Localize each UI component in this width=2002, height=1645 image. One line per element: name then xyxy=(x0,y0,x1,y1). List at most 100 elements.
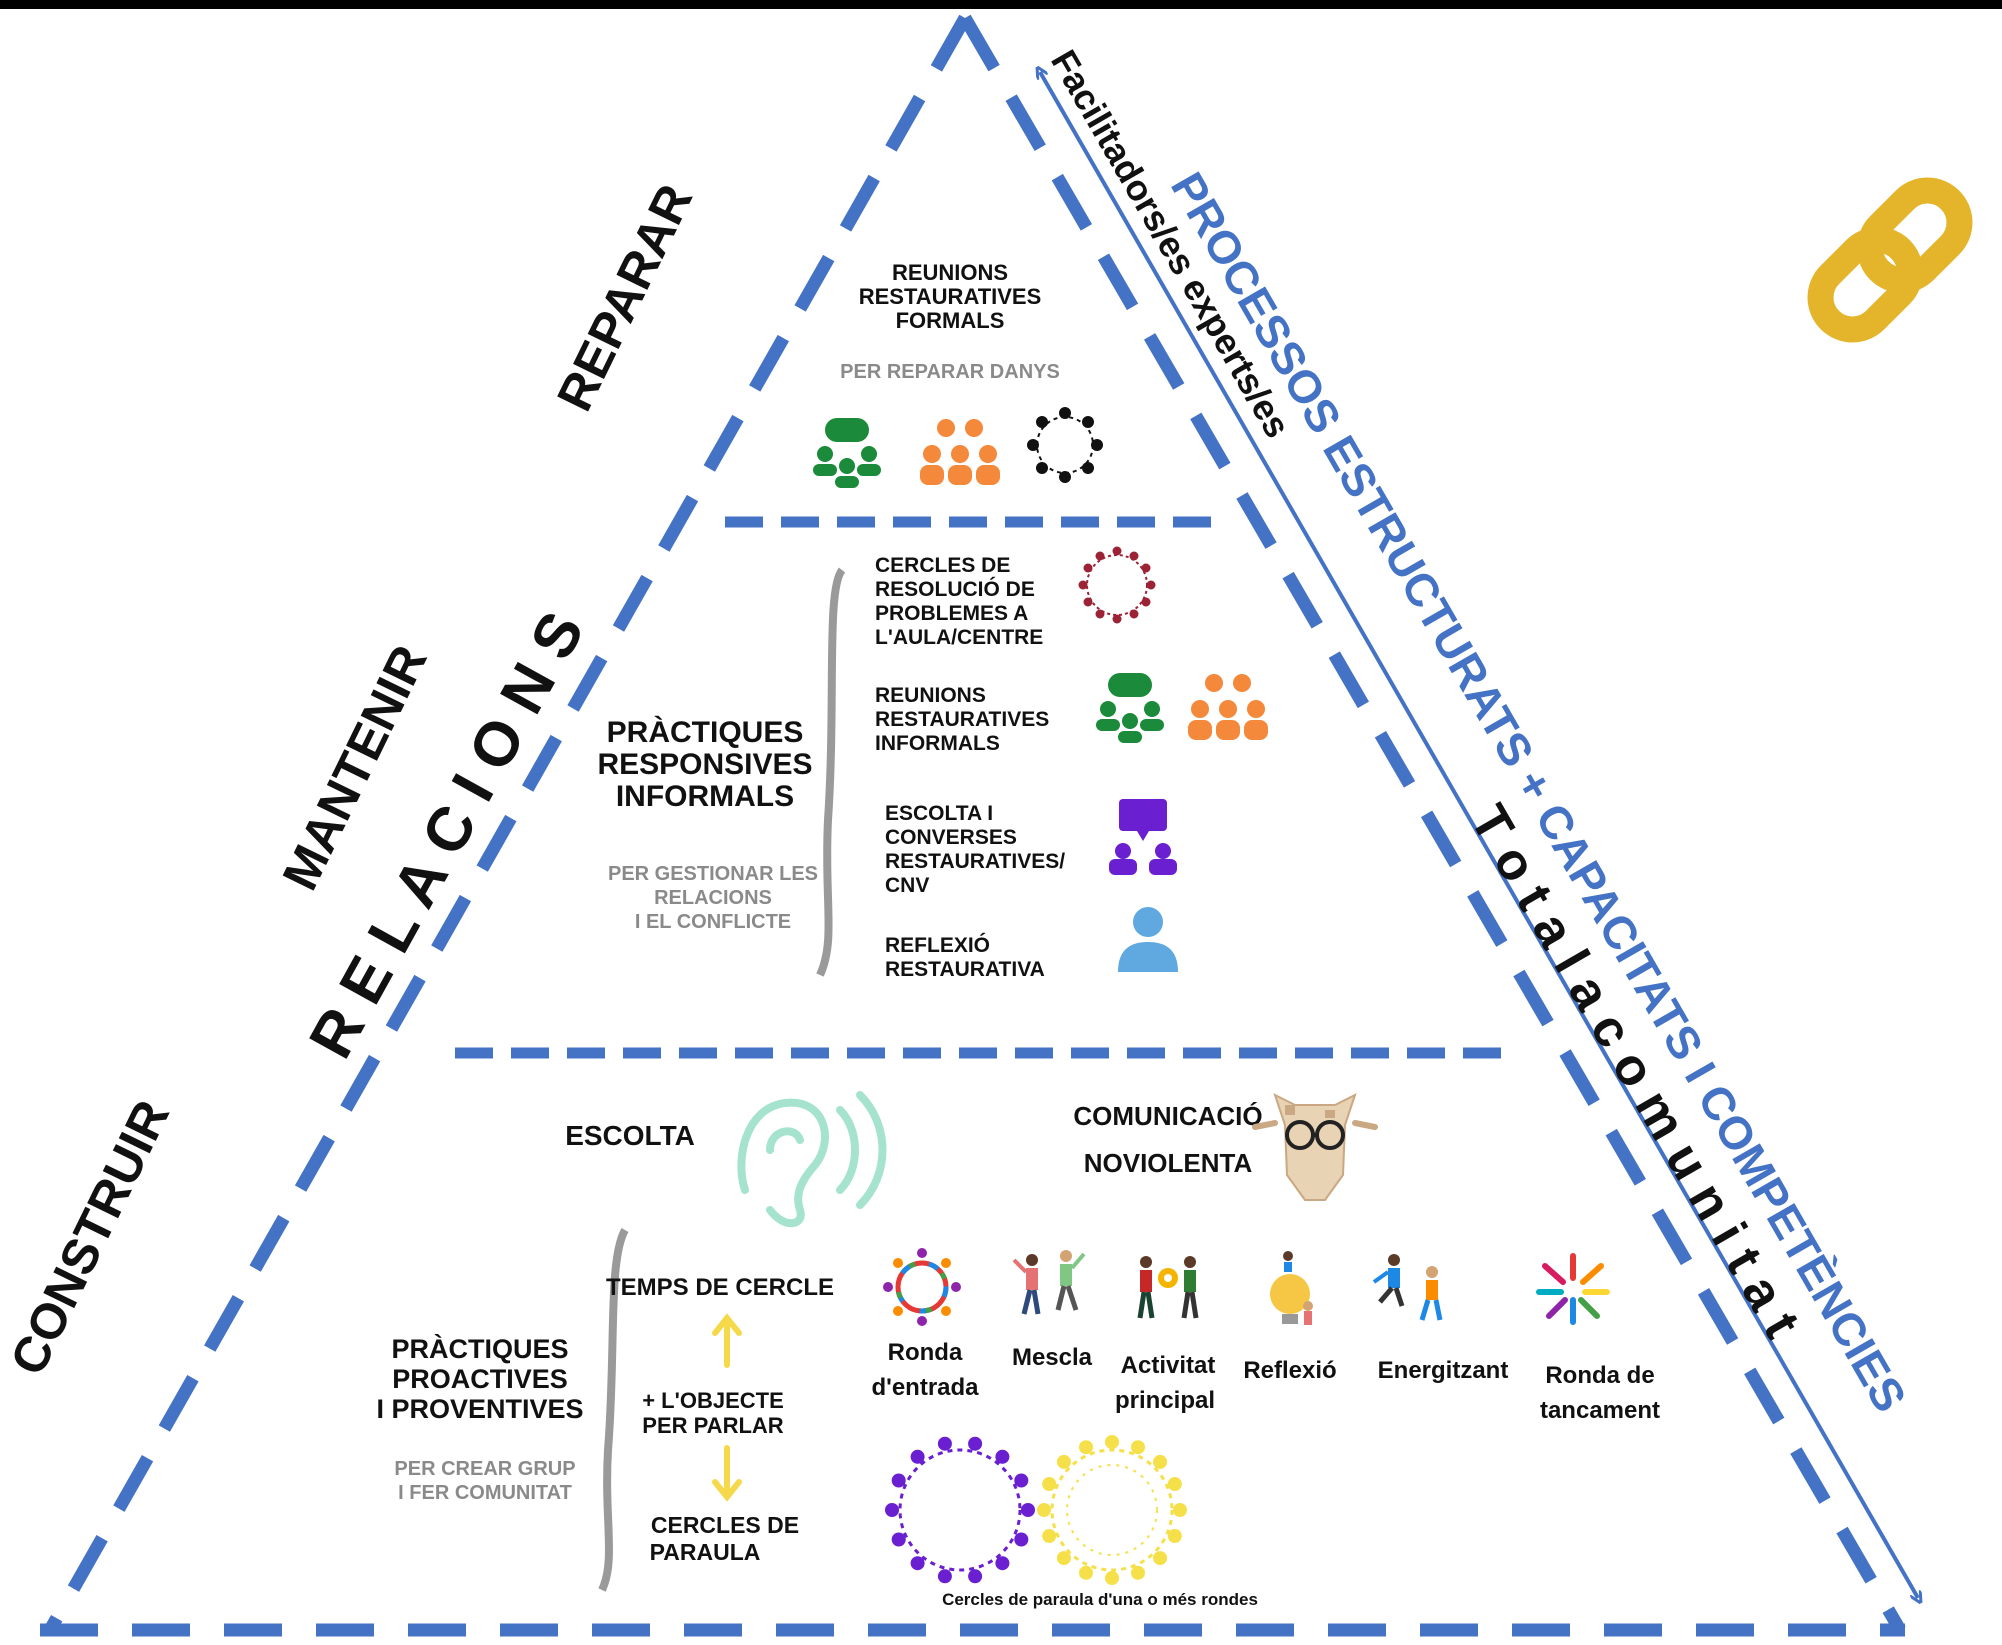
speaking-circles-label-1: CERCLES DE xyxy=(651,1512,799,1538)
stage-1-label-1: Ronda xyxy=(888,1339,963,1366)
stage-3-label-2: principal xyxy=(1115,1387,1215,1414)
top-tier-title-2: RESTAURATIVES xyxy=(859,284,1042,309)
circle-dot xyxy=(995,1449,1010,1464)
talking-object-label-1: + L'OBJECTE xyxy=(642,1388,784,1413)
top-tier-title-3: FORMALS xyxy=(896,308,1005,333)
talking-object-label-2: PER PARLAR xyxy=(642,1413,783,1438)
arrow-down-icon xyxy=(712,1445,742,1502)
stage-3-label-1: Activitat xyxy=(1121,1352,1216,1379)
label-processos: PROCESSOS ESTRUCTURATS + CAPACITATS I CO… xyxy=(1161,163,1917,1420)
circle-dot xyxy=(1105,1435,1119,1449)
circle-yellow-icon xyxy=(1037,1435,1187,1585)
middle-tier: PRÀCTIQUES RESPONSIVES INFORMALS PER GES… xyxy=(597,546,1268,981)
bottom-tier-title-3: I PROVENTIVES xyxy=(376,1394,583,1424)
people-dancing-icon xyxy=(1012,1250,1086,1315)
middle-item-1-line-2: RESOLUCIÓ DE xyxy=(875,577,1035,601)
circles-caption: Cercles de paraula d'una o més rondes xyxy=(942,1590,1258,1609)
group-talk-green-icon xyxy=(813,418,881,488)
label-tota-la-comunitat: T o t a l a c o m u n i t a t xyxy=(1459,796,1811,1348)
bottom-tier-bracket xyxy=(598,1228,629,1592)
middle-item-1-line-1: CERCLES DE xyxy=(875,554,1010,577)
ring-colorful-icon xyxy=(883,1248,961,1326)
circle-dot xyxy=(968,1569,983,1584)
top-tier: REUNIONS RESTAURATIVES FORMALS PER REPAR… xyxy=(813,260,1103,488)
nvc-label-1: COMUNICACIÓ xyxy=(1073,1101,1262,1131)
circle-dot xyxy=(1042,1529,1057,1543)
circle-dot xyxy=(1153,1551,1168,1566)
middle-tier-title-1: PRÀCTIQUES xyxy=(607,715,804,749)
group-green-orange-icon xyxy=(1096,673,1268,743)
circle-dot xyxy=(1153,1454,1168,1469)
middle-item-3-line-2: CONVERSES xyxy=(885,826,1017,849)
circle-dot xyxy=(891,1473,906,1488)
middle-item-1-line-3: PROBLEMES A xyxy=(875,602,1028,625)
middle-tier-title-3: INFORMALS xyxy=(616,780,794,813)
top-tier-title-1: REUNIONS xyxy=(892,260,1008,285)
person-blue-icon xyxy=(1118,907,1178,972)
ear-icon xyxy=(737,1091,887,1228)
circle-dot xyxy=(891,1532,906,1547)
circle-dot xyxy=(1014,1473,1029,1488)
bottom-tier: ESCOLTA COMUNICACIÓ NOVIOLENTA PRÀCTIQUE… xyxy=(376,1091,1660,1609)
giraffe-icon xyxy=(1252,1093,1378,1201)
middle-item-3-line-4: CNV xyxy=(885,874,929,897)
middle-item-2-line-2: RESTAURATIVES xyxy=(875,708,1049,731)
circle-dot xyxy=(1131,1440,1145,1455)
circle-dot xyxy=(1173,1503,1187,1517)
circle-time-label: TEMPS DE CERCLE xyxy=(606,1274,834,1301)
bottom-tier-title-2: PROACTIVES xyxy=(392,1364,568,1394)
circle-dot xyxy=(1037,1503,1051,1517)
pyramid-left-edge xyxy=(44,14,971,1634)
circle-dot xyxy=(1105,1571,1119,1585)
stage-4-label-1: Reflexió xyxy=(1243,1357,1336,1384)
circle-dot xyxy=(1079,1565,1093,1580)
circle-dot xyxy=(968,1436,983,1451)
lightbulb-icon xyxy=(1270,1251,1313,1325)
middle-tier-subtitle-3: I EL CONFLICTE xyxy=(635,911,791,933)
arrow-up-icon xyxy=(712,1313,742,1368)
middle-item-3-line-1: ESCOLTA I xyxy=(885,802,993,825)
listening-label: ESCOLTA xyxy=(565,1120,695,1151)
bottom-tier-title-1: PRÀCTIQUES xyxy=(391,1333,568,1364)
circle-dot xyxy=(885,1503,899,1517)
conversation-purple-icon xyxy=(1109,799,1177,875)
middle-tier-title-2: RESPONSIVES xyxy=(597,748,812,781)
bottom-tier-subtitle-2: I FER COMUNITAT xyxy=(398,1482,572,1504)
middle-tier-bracket xyxy=(816,567,846,977)
chain-link-icon xyxy=(1807,177,1973,343)
pyramid-right-edge xyxy=(959,14,1906,1634)
circle-black-icon xyxy=(1027,407,1103,483)
stage-1-label-2: d'entrada xyxy=(871,1374,979,1401)
circle-dot xyxy=(1131,1565,1145,1580)
circle-dot xyxy=(937,1436,952,1451)
circle-dot xyxy=(995,1556,1010,1571)
nvc-label-2: NOVIOLENTA xyxy=(1084,1148,1253,1178)
people-jumping-icon xyxy=(1372,1254,1443,1321)
circle-dot xyxy=(1056,1454,1071,1469)
middle-item-2-line-3: INFORMALS xyxy=(875,732,1000,755)
middle-item-4-line-1: REFLEXIÓ xyxy=(885,933,990,957)
facilitators-arrow xyxy=(1040,72,1918,1598)
middle-item-1-line-4: L'AULA/CENTRE xyxy=(875,626,1043,649)
middle-item-4-line-2: RESTAURATIVA xyxy=(885,958,1045,981)
group-orange-icon xyxy=(920,419,1000,485)
top-border-bar xyxy=(0,0,2002,9)
circle-dot xyxy=(1014,1532,1029,1547)
bottom-tier-subtitle-1: PER CREAR GRUP xyxy=(394,1458,575,1480)
stage-6-label-1: Ronda de xyxy=(1545,1362,1654,1389)
speaking-circles-label-2: PARAULA xyxy=(650,1539,761,1565)
people-gears-icon xyxy=(1137,1256,1199,1319)
circle-dot xyxy=(1021,1503,1035,1517)
circle-dot xyxy=(1167,1529,1182,1543)
circle-dot xyxy=(937,1569,952,1584)
circle-dot xyxy=(1056,1551,1071,1566)
middle-item-3-line-3: RESTAURATIVES/ xyxy=(885,850,1065,873)
circle-dot xyxy=(1079,1440,1093,1455)
stage-5-label-1: Energitzant xyxy=(1378,1357,1509,1384)
top-tier-subtitle: PER REPARAR DANYS xyxy=(840,361,1060,383)
circle-maroon-icon xyxy=(1078,546,1156,624)
stage-2-label-1: Mescla xyxy=(1012,1344,1093,1371)
label-reparar: REPARAR xyxy=(546,176,703,419)
ring-hands-icon xyxy=(1536,1253,1610,1325)
